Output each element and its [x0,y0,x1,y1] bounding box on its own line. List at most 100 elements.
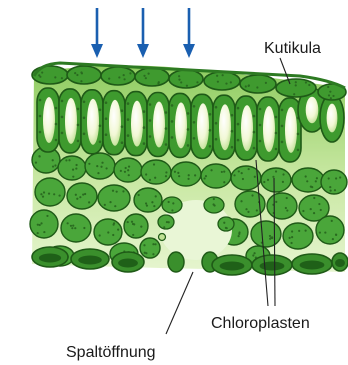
chloroplast-dot [108,77,110,79]
chloroplast-dot [308,84,310,86]
palisade-vacuole [285,107,297,153]
chloroplast-dot [143,244,145,246]
chloroplast-dot [52,165,54,167]
chloroplast-dot [291,236,293,238]
chloroplast-dot [209,113,212,116]
palisade-vacuole [219,104,231,150]
chloroplast-dot [275,201,277,203]
chloroplast-dot [114,205,116,207]
chloroplast-dot [187,128,190,131]
chloroplast-dot [187,178,189,180]
chloroplast-dot [332,238,334,240]
chloroplast-dot [332,95,334,97]
light-arrows [91,8,195,58]
chloroplast-dot [335,177,337,179]
chloroplast-dot [186,85,188,87]
chloroplast-dot [225,227,227,229]
chloroplast-dot [83,227,85,229]
chloroplast-dot [48,193,50,195]
chloroplast-dot [121,125,124,128]
epidermis-cell [240,75,276,93]
chloroplast-dot [70,225,72,227]
chloroplast-dot [298,230,300,232]
chloroplast-dot [286,209,288,211]
chloroplast-dot [213,198,215,200]
chloroplast-dot [329,186,331,188]
chloroplast-dot [291,230,293,232]
chloroplast-dot [253,115,256,118]
label-cuticle: Kutikula [264,41,321,57]
chloroplast-dot [143,75,145,77]
chloroplast-dot [138,194,140,196]
chloroplast-dot [328,94,330,96]
chloroplast-dot [297,133,300,136]
spongy-cell [140,238,160,258]
chloroplast-dot [39,76,41,78]
chloroplast-dot [121,109,124,112]
chloroplast-dot [168,201,170,203]
chloroplast-dot [39,131,42,134]
palisade-vacuole [327,104,338,133]
chloroplast-dot [123,78,125,80]
chloroplast-dot [213,203,215,205]
lower-cell-interior [300,261,325,270]
chloroplast-dot [267,179,269,181]
chloroplast-dot [155,195,157,197]
chloroplast-dot [305,229,307,231]
chloroplast-dot [194,174,196,176]
chloroplast-dot [127,169,129,171]
chloroplast-dot [99,234,101,236]
chloroplast-dot [80,80,82,82]
chloroplast-dot [153,163,155,165]
chloroplast-dot [248,84,250,86]
chloroplast-dot [237,123,240,126]
chloroplast-dot [165,171,167,173]
chloroplast-dot [88,163,90,165]
spongy-cell [267,193,297,219]
chloroplast-dot [241,172,243,174]
chloroplast-dot [259,124,262,127]
chloroplast-dot [75,194,77,196]
chloroplast-dot [61,132,64,135]
lower-cell-interior [260,262,285,271]
chloroplast-dot [105,133,108,136]
chloroplast-dot [109,201,111,203]
chloroplast-dot [281,109,284,112]
chloroplast-dot [80,71,82,73]
chloroplast-dot [129,72,131,74]
chloroplast-dot [143,110,146,113]
chloroplast-dot [143,142,146,145]
chloroplast-dot [311,186,313,188]
chloroplast-dot [122,190,124,192]
chloroplast-dot [112,190,114,192]
chloroplast-dot [151,201,153,203]
chloroplast-dot [242,178,244,180]
epidermis-cell [32,66,68,84]
chloroplast-dot [171,136,174,139]
lower-cell-interior [118,259,138,268]
chloroplast-dot [83,133,86,136]
chloroplast-dot [77,108,80,111]
chloroplast-dot [193,105,196,108]
chloroplast-dot [174,171,176,173]
chloroplast-dot [248,168,250,170]
chloroplast-dot [215,138,218,141]
chloroplast-dot [282,173,284,175]
chloroplast-dot [127,102,130,105]
label-chloroplasts: Chloroplasten [211,316,310,332]
chloroplast-dot [148,73,150,75]
chloroplast-dot [209,129,212,132]
chloroplast-dot [221,171,223,173]
chloroplast-dot [313,197,315,199]
chloroplast-dot [310,208,312,210]
chloroplast-dot [75,167,77,169]
chloroplast-dot [334,189,336,191]
chloroplast-dot [319,231,321,233]
chloroplast-dot [55,139,58,142]
chloroplast-dot [313,212,315,214]
palisade-vacuole [241,105,253,151]
chloroplast-dot [256,86,258,88]
chloroplast-dot [117,229,119,231]
chloroplast-dot [99,125,102,128]
chloroplast-dot [74,227,76,229]
